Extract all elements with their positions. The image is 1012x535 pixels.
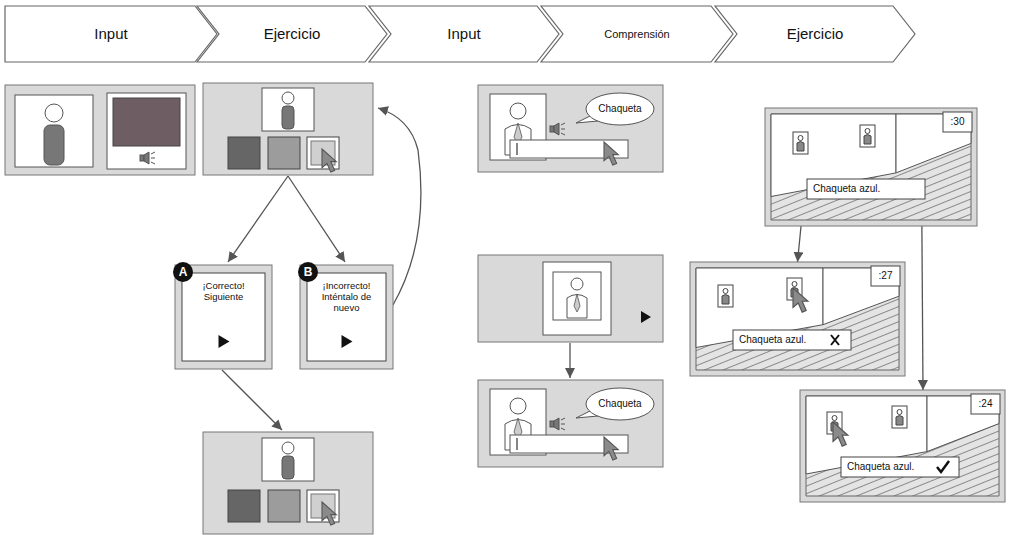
speaker-icon [550, 123, 565, 135]
speech-bubble [586, 388, 654, 420]
flow-arrow [922, 226, 923, 390]
spoken-word: Chaqueta [587, 101, 653, 117]
flow-arrow [798, 226, 802, 262]
shape [690, 262, 905, 376]
text-cursor [516, 438, 517, 450]
message-box [182, 273, 265, 361]
play-icon [219, 335, 230, 348]
picture-screen [478, 255, 663, 342]
mouse-pointer [833, 422, 848, 446]
stage-label: Ejercicio [219, 24, 365, 44]
stage-chevron: Input [369, 6, 559, 62]
shape [478, 85, 663, 172]
prompt-bar [841, 457, 959, 477]
stage-label: Input [27, 24, 195, 44]
screen-frame [300, 265, 393, 369]
callout-circle [173, 262, 193, 282]
prompt-text: Chaqueta azul. [813, 179, 899, 199]
timer-box [943, 112, 972, 132]
stage-chevron: Comprensión [541, 6, 733, 62]
prompt-bar [733, 330, 851, 350]
room-screen: :27Chaqueta azul. [690, 262, 905, 376]
stage-chevron: Input [5, 6, 217, 62]
feedback-screen: B¡Incorrecto! Inténtalo de nuevo [300, 265, 393, 369]
chevron-shape [715, 6, 915, 62]
callout-letter: A [173, 262, 193, 282]
speaker-icon [550, 418, 565, 430]
chevron-shape [197, 6, 387, 62]
prompt-text: Chaqueta azul. [847, 457, 933, 477]
listening-screen: Chaqueta [478, 85, 663, 172]
timer-text: :24 [971, 394, 1000, 414]
listening-screen: Chaqueta [478, 380, 663, 467]
timer-box [871, 266, 900, 286]
room-scene [806, 396, 999, 496]
stage-label: Comprensión [563, 24, 711, 44]
screen-frame [800, 390, 1005, 502]
mouse-pointer [604, 142, 618, 165]
timer-box [971, 394, 1000, 414]
timer-text: :27 [871, 266, 900, 286]
right-mark [937, 461, 949, 472]
prompt-text: Chaqueta azul. [739, 330, 825, 350]
room-scene [771, 114, 971, 220]
text-cursor [516, 143, 517, 155]
prompt-bar [807, 179, 925, 199]
chevron-shape [369, 6, 559, 62]
callout-circle [298, 262, 318, 282]
shape [478, 380, 663, 467]
screen-frame [175, 265, 272, 369]
stage-label: Ejercicio [737, 24, 893, 44]
wrong-mark [831, 335, 839, 345]
play-icon [342, 335, 353, 348]
room-scene [696, 268, 899, 370]
message-box [307, 273, 386, 361]
exercise-screen [203, 83, 373, 175]
stage-chevron: Ejercicio [715, 6, 915, 62]
chevron-shape [541, 6, 733, 62]
screen-frame [478, 85, 663, 172]
stage-label: Input [391, 24, 537, 44]
shape [800, 390, 1005, 502]
feedback-screen: A¡Correcto! Siguiente [175, 265, 272, 369]
input-screen [5, 85, 195, 175]
mouse-pointer [793, 288, 808, 312]
screen-frame [765, 108, 977, 226]
screen-frame [690, 262, 905, 376]
shape [765, 108, 977, 226]
spoken-word: Chaqueta [587, 396, 653, 412]
callout-letter: B [298, 262, 318, 282]
room-screen: :30Chaqueta azul. [765, 108, 977, 226]
room-screen: :24Chaqueta azul. [800, 390, 1005, 502]
feedback-text: ¡Incorrecto! Inténtalo de nuevo [310, 281, 383, 325]
speech-bubble [586, 93, 654, 125]
screen-frame [478, 380, 663, 467]
exercise-screen [203, 432, 373, 534]
mouse-pointer [604, 437, 618, 460]
timer-text: :30 [943, 112, 972, 132]
feedback-text: ¡Correcto! Siguiente [185, 281, 262, 325]
chevron-shape [5, 6, 217, 62]
stage-chevron: Ejercicio [197, 6, 387, 62]
